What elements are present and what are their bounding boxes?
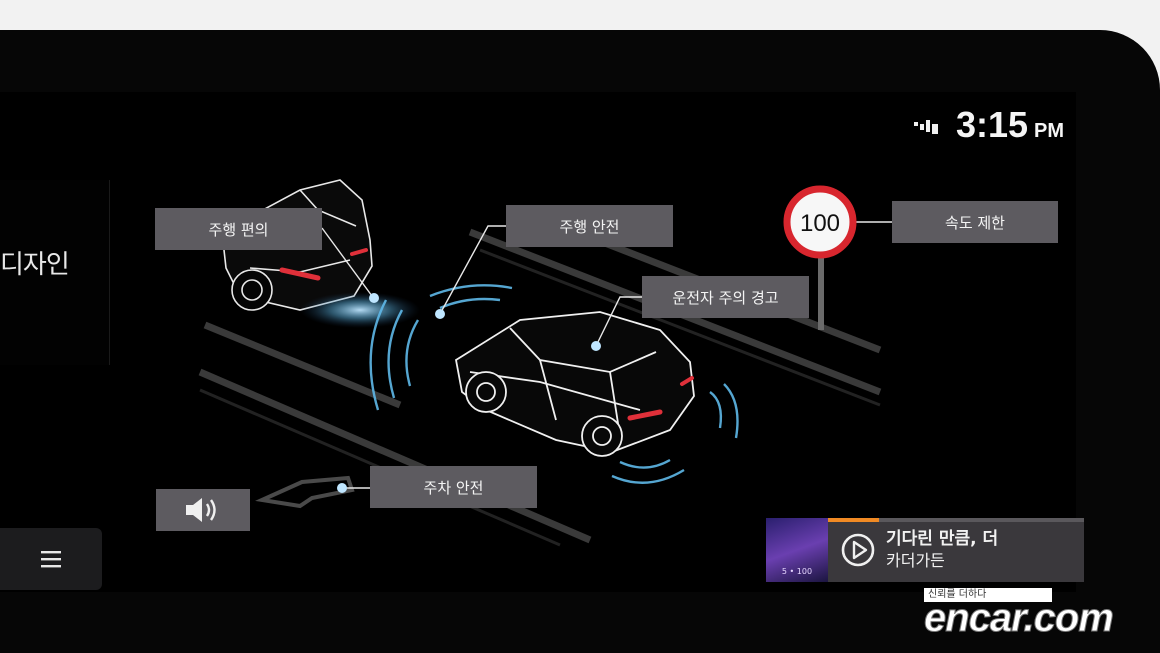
album-art: 5 • 100: [766, 518, 828, 582]
media-widget[interactable]: 5 • 100 기다린 만큼, 더 카더가든: [766, 518, 1084, 582]
label-parking-safety[interactable]: 주차 안전: [370, 466, 537, 508]
clock-time: 3:15: [955, 104, 1028, 145]
sound-button[interactable]: [156, 489, 250, 531]
media-progress-bar: [828, 518, 1084, 522]
watermark-tagline: 신뢰를 더하다: [924, 588, 1052, 602]
menu-button[interactable]: [0, 528, 102, 590]
label-driving-convenience[interactable]: 주행 편의: [155, 208, 322, 250]
label-driver-attention-warning[interactable]: 운전자 주의 경고: [642, 276, 809, 318]
play-icon[interactable]: [840, 532, 876, 568]
speed-sign-pole: [818, 250, 824, 330]
media-progress-fill: [828, 518, 880, 522]
media-artist: 카더가든: [886, 551, 945, 570]
parking-p-marking: [255, 475, 355, 509]
label-speed-limit[interactable]: 속도 제한: [892, 201, 1058, 243]
media-title: 기다린 만큼, 더: [886, 529, 999, 549]
media-info: 기다린 만큼, 더 카더가든: [886, 528, 998, 572]
hamburger-menu-icon: [41, 551, 61, 568]
watermark-brand: encar.com: [924, 596, 1115, 641]
label-driving-safety[interactable]: 주행 안전: [506, 205, 673, 247]
left-panel-title: 디자인: [0, 250, 70, 280]
clock-ampm: PM: [1034, 120, 1064, 142]
status-bar: 3:15 PM: [912, 104, 1064, 146]
speed-limit-value: 100: [800, 210, 840, 237]
signal-strength-icon: [913, 120, 938, 134]
speaker-icon: [186, 498, 216, 522]
main-car-outline: [455, 311, 695, 457]
left-side-panel: [0, 180, 110, 365]
speed-limit-sign: [783, 185, 857, 259]
album-caption: 5 • 100: [781, 567, 813, 576]
